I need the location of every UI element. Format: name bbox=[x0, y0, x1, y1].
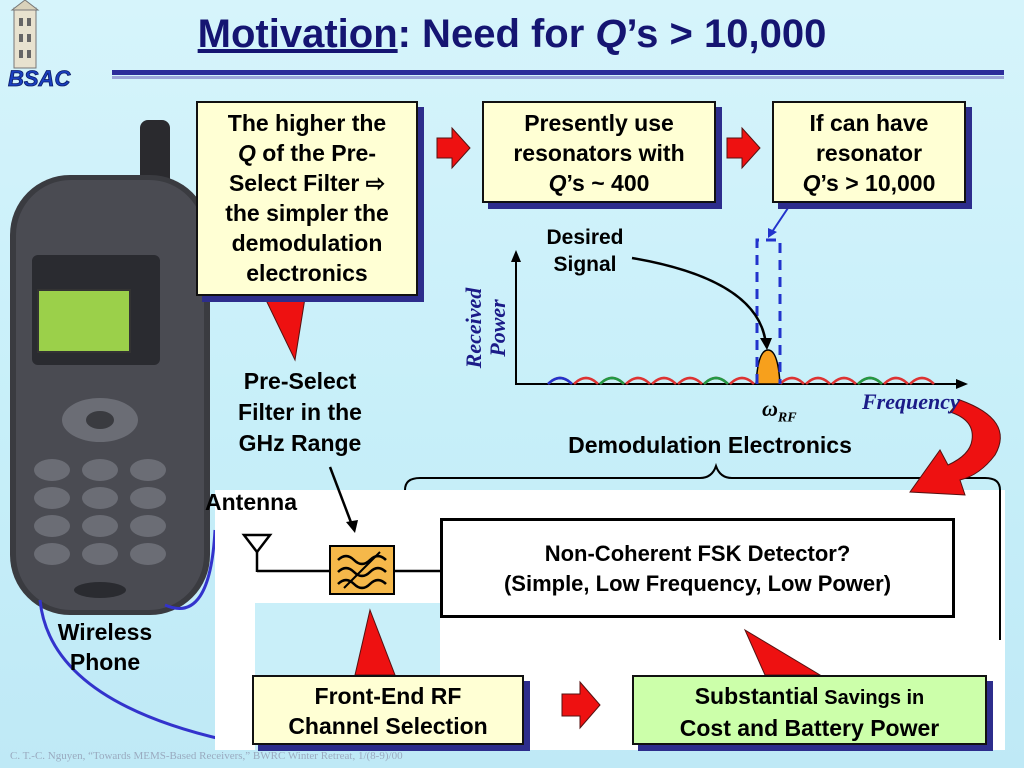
box-higher-q-line5: demodulation bbox=[231, 230, 383, 256]
demod-brace bbox=[404, 462, 1001, 640]
box-present: Presently use resonators with Q’s ~ 400 bbox=[482, 101, 716, 203]
title-q: Q bbox=[595, 12, 627, 56]
phone-callout-line bbox=[164, 529, 217, 610]
phone-label-line2: Phone bbox=[69, 649, 141, 675]
preselect-label: Pre-Select Filter in the GHz Range bbox=[210, 366, 390, 459]
callout-pointer-1 bbox=[264, 297, 306, 362]
fsk-line2: (Simple, Low Frequency, Low Power) bbox=[503, 571, 892, 596]
phone-icon bbox=[10, 120, 210, 615]
title-tail: ’s > 10,000 bbox=[626, 12, 827, 56]
box-future: If can have resonator Q’s > 10,000 bbox=[772, 101, 966, 203]
box-frontend: Front-End RF Channel Selection bbox=[252, 675, 524, 745]
fsk-detector-box: Non-Coherent FSK Detector? (Simple, Low … bbox=[440, 518, 955, 618]
preselect-pointer-head bbox=[346, 520, 358, 533]
antenna-icon bbox=[241, 533, 273, 572]
box-present-line2: resonators with bbox=[513, 140, 685, 166]
desired-signal-label: Desired Signal bbox=[530, 224, 640, 278]
q-symbol: Q bbox=[237, 140, 256, 166]
omega-rf-label: ωRF bbox=[762, 396, 797, 426]
savings-line2: Cost and Battery Power bbox=[679, 715, 940, 741]
preselect-pointer bbox=[328, 466, 354, 526]
arrow-right-2 bbox=[726, 126, 761, 170]
box-higher-q-line2-text: of the Pre- bbox=[255, 140, 376, 166]
omega-subscript: RF bbox=[777, 410, 797, 426]
arrow-right-3 bbox=[561, 680, 601, 730]
savings-line1a: Substantial bbox=[694, 683, 819, 709]
q-symbol: Q bbox=[802, 170, 821, 196]
bandpass-filter-icon bbox=[329, 545, 395, 595]
spectrum-plot bbox=[511, 238, 968, 389]
savings-line1: Substantial Savings in bbox=[634, 681, 985, 713]
desired-signal-pointer-head bbox=[760, 338, 772, 350]
box-higher-q-line2: Q of the Pre- bbox=[198, 138, 416, 168]
frontend-line1: Front-End RF bbox=[314, 683, 462, 709]
title-rule bbox=[112, 70, 1004, 75]
phone-callout-line-2 bbox=[38, 599, 226, 742]
preselect-line2: Filter in the bbox=[238, 399, 362, 425]
preselect-line1: Pre-Select bbox=[243, 368, 357, 394]
antenna-label: Antenna bbox=[205, 489, 297, 515]
box-higher-q: The higher the Q of the Pre- Select Filt… bbox=[196, 101, 418, 296]
q-symbol: Q bbox=[548, 170, 567, 196]
box-higher-q-line1: The higher the bbox=[227, 110, 387, 136]
footer-citation: C. T.-C. Nguyen, “Towards MEMS-Based Rec… bbox=[10, 750, 403, 762]
box-savings: Substantial Savings in Cost and Battery … bbox=[632, 675, 987, 745]
frontend-line2: Channel Selection bbox=[288, 713, 488, 739]
box-future-line3: Q’s > 10,000 bbox=[774, 168, 964, 198]
q-box-pointer-head bbox=[768, 228, 777, 238]
fsk-line1: Non-Coherent FSK Detector? bbox=[544, 541, 851, 566]
bsac-logo: BSAC bbox=[8, 66, 71, 91]
arrow-right-1 bbox=[436, 126, 471, 170]
curved-red-arrow bbox=[909, 399, 1001, 496]
title-text: : Need for bbox=[397, 12, 596, 56]
title-rule-shadow bbox=[112, 76, 1004, 79]
box-higher-q-line6: electronics bbox=[246, 260, 368, 286]
box-higher-q-line3: Select Filter ⇨ bbox=[228, 170, 386, 196]
slide-title: Motivation: Need for Q’s > 10,000 bbox=[0, 12, 1024, 57]
wireless-phone-label: Wireless Phone bbox=[40, 617, 170, 677]
desired-line1: Desired bbox=[546, 226, 624, 249]
box-future-line3-text: ’s > 10,000 bbox=[820, 170, 936, 196]
ylabel-line2: Power bbox=[485, 299, 510, 357]
preselect-line3: GHz Range bbox=[238, 430, 362, 456]
omega-symbol: ω bbox=[762, 396, 778, 421]
box-present-line1: Presently use bbox=[524, 110, 674, 136]
received-power-axis-label: Received Power bbox=[461, 258, 518, 398]
campanile-logo-icon bbox=[10, 0, 40, 69]
phone-label-line1: Wireless bbox=[57, 619, 153, 645]
box-present-line3-text: ’s ~ 400 bbox=[566, 170, 650, 196]
q-box-pointer bbox=[771, 204, 791, 233]
demod-electronics-label: Demodulation Electronics bbox=[568, 432, 852, 458]
box-present-line3: Q’s ~ 400 bbox=[484, 168, 714, 198]
desired-signal-pointer bbox=[631, 256, 768, 346]
savings-line1b: Savings in bbox=[818, 687, 925, 709]
box-future-line2: resonator bbox=[815, 140, 923, 166]
ylabel-line1: Received bbox=[461, 287, 486, 369]
frequency-axis-label: Frequency bbox=[862, 389, 960, 414]
box-future-line1: If can have bbox=[809, 110, 929, 136]
box-higher-q-line4: the simpler the bbox=[225, 200, 389, 226]
desired-line2: Signal bbox=[553, 253, 617, 276]
title-motivation: Motivation bbox=[197, 12, 398, 56]
